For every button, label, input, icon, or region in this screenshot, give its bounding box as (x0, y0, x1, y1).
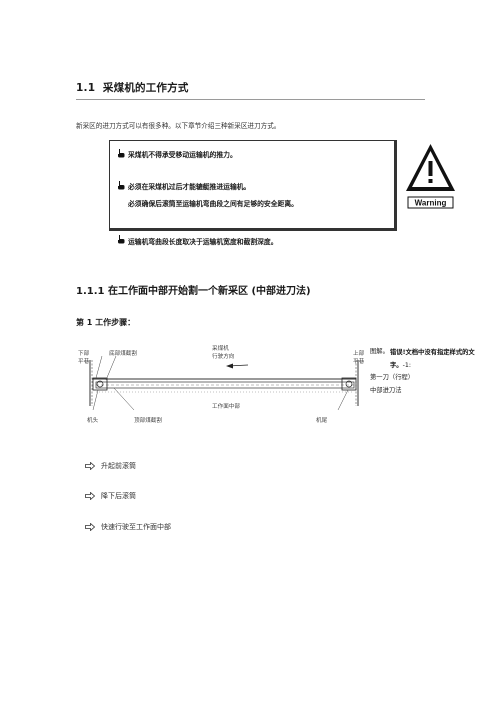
warning-line-2: 必须在采煤机过后才能辘艇推进运输机。 (128, 183, 251, 191)
label-upper-roadway-2: 平巷 (353, 359, 365, 365)
warning-box (109, 140, 397, 231)
section-heading: 1.1 采煤机的工作方式 (76, 80, 189, 95)
label-bottom-cut: 底部煤截割 (109, 351, 137, 357)
label-tail: 机尾 (316, 418, 328, 424)
label-shearer-1: 采煤机 (212, 346, 229, 352)
section-number: 1.1 (76, 82, 96, 94)
intro-paragraph: 新采区的进刀方式可以有很多种。以下章节介绍三种新采区进刀方式。 (76, 122, 281, 130)
arrow-right-icon (85, 492, 95, 500)
label-upper-roadway-1: 上部 (353, 351, 365, 357)
warning-line-3: 必须确保后滚筒至运输机弯曲段之间有足够的安全距离。 (128, 200, 298, 208)
caption-line-2: 第一刀（行程） (370, 374, 415, 381)
section-title: 采煤机的工作方式 (102, 82, 189, 94)
caption-prefix: 图解。 (370, 348, 389, 355)
subsection-number: 1.1.1 (76, 286, 105, 297)
subsection-heading: 1.1.1 在工作面中部开始割一个新采区 (中部进刀法) (76, 282, 311, 297)
label-lower-roadway-2: 平巷 (78, 359, 90, 365)
figure-caption: 图解。 (370, 346, 389, 355)
warning-line-1: 采煤机不得承受移动运输机的推力。 (128, 151, 237, 159)
caption-line-3: 中部进刀法 (370, 387, 402, 394)
warning-sign-label: Warning (415, 199, 447, 208)
pointing-hand-icon (118, 235, 125, 244)
step-heading: 第 1 工作步骤： (76, 318, 136, 327)
warning-triangle-icon: Warning (406, 144, 455, 209)
pointing-hand-icon (118, 181, 125, 190)
label-face-middle: 工作面中部 (212, 404, 240, 410)
label-head: 机头 (87, 418, 99, 424)
step-item-2: 降下后滚筒 (101, 492, 136, 500)
arrow-right-icon (85, 523, 95, 531)
pointing-hand-icon (118, 149, 125, 158)
warning-line-4: 运输机弯曲段长度取决于运输机宽度和截割深度。 (128, 238, 278, 246)
label-lower-roadway-1: 下部 (78, 351, 90, 357)
step-item-3: 快速行驶至工作面中部 (101, 523, 171, 531)
label-shearer-2: 行驶方向 (212, 354, 235, 360)
step-item-1: 升起前滚筒 (101, 462, 136, 470)
caption-error-text: 错误!文档中没有指定样式的文字。-1: (390, 349, 475, 369)
shearer-diagram (89, 355, 359, 411)
subsection-title: 在工作面中部开始割一个新采区 (中部进刀法) (107, 286, 311, 297)
heading-rule (76, 99, 425, 100)
label-top-cut: 顶部煤截割 (134, 418, 162, 424)
arrow-right-icon (85, 462, 95, 470)
